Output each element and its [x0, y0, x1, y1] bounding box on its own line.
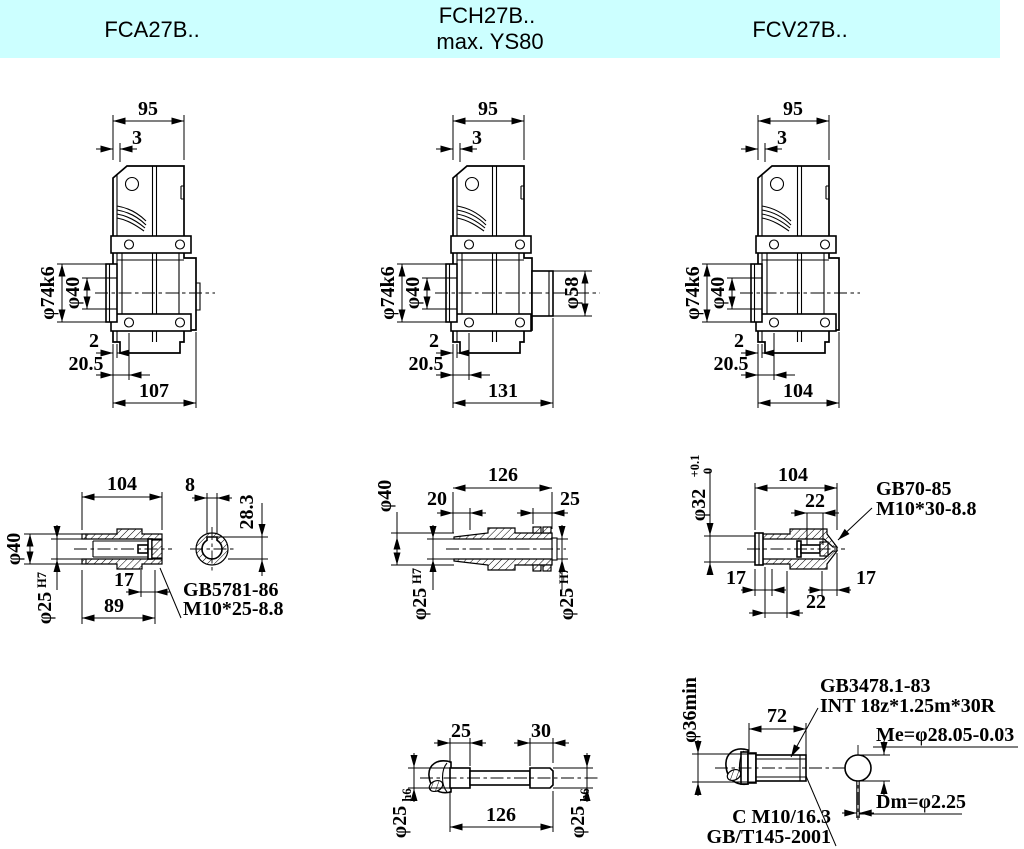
dim-126: 126 [488, 464, 518, 486]
fch-solid-shaft-view: 25 30 126 φ25 h6 φ25 h6 [389, 720, 600, 838]
dim-28-3: 28.3 [236, 495, 258, 530]
dim-104: 104 [783, 380, 813, 402]
dim-phi25-right: φ25 [556, 588, 578, 620]
fch-side-dimensions [397, 115, 592, 408]
fcv-hollow-dimensions [704, 470, 851, 618]
dim-phi25-left-fit: h6 [400, 788, 414, 801]
dim-phi40: φ40 [3, 533, 25, 565]
column-title-fch: FCH27B.. [439, 3, 536, 28]
fcv-hollow-shaft-view: φ32 +0.1 0 104 22 GB70-85 M10*30-8.8 17 … [688, 455, 977, 618]
fca-hollow-shaft-view: 104 8 28.3 φ40 17 89 φ25 H7 GB5781-86 M1… [3, 473, 284, 624]
dim-20-5: 20.5 [69, 353, 104, 375]
dim-phi74k6: φ74k6 [37, 266, 59, 320]
note-spline-spec: INT 18z*1.25m*30R [820, 695, 996, 717]
dim-17: 17 [114, 569, 134, 591]
solid-shaft-boss [531, 270, 554, 317]
fch-solid-dimensions [408, 738, 593, 832]
dim-72: 72 [767, 705, 787, 727]
dim-phi25-right: φ25 [567, 806, 589, 838]
dim-phi40: φ40 [62, 277, 84, 309]
fca-hollow-dimensions [24, 492, 268, 624]
column-title-fca: FCA27B.. [104, 17, 199, 42]
note-screw-standard: GB70-85 [876, 478, 952, 500]
fch-side-view: 95 3 φ74k6 φ40 φ58 2 20.5 131 [377, 98, 600, 408]
dim-8: 8 [185, 474, 195, 496]
note-center-hole-standard: GB/T145-2001 [707, 826, 831, 848]
dim-17-left: 17 [726, 567, 746, 589]
fcv-side-dimensions [702, 115, 840, 408]
dim-phi25-right-fit: h6 [578, 788, 592, 801]
dim-17-right: 17 [856, 567, 876, 589]
dim-phi40: φ40 [374, 480, 396, 512]
leader-line-center-hole [805, 775, 837, 847]
note-spline-standard: GB3478.1-83 [820, 675, 931, 697]
dim-phi74k6: φ74k6 [377, 266, 399, 320]
dim-phi40: φ40 [707, 277, 729, 309]
dim-phi25-left: φ25 [409, 588, 431, 620]
note-me-dimension: Me=φ28.05-0.03 [876, 724, 1014, 746]
dim-2: 2 [734, 330, 744, 352]
dim-phi32: φ32 [688, 489, 710, 521]
dim-phi25-left: φ25 [389, 806, 411, 838]
dim-95: 95 [138, 98, 158, 120]
dim-phi32-tol-upper: +0.1 [688, 455, 702, 478]
fcv-spline-shaft-view: φ36min 72 GB3478.1-83 INT 18z*1.25m*30R … [679, 675, 1018, 848]
dim-22-bottom: 22 [806, 591, 826, 613]
inspection-hole [124, 176, 140, 192]
header-bar: FCA27B.. FCH27B.. max. YS80 FCV27B.. [0, 0, 1000, 58]
leader-line [159, 567, 182, 619]
leader-line-spline [790, 707, 819, 758]
leader-line [837, 507, 873, 541]
dim-126: 126 [486, 804, 516, 826]
fch-hollow-dimensions [391, 484, 568, 590]
fca-side-view: 95 3 φ74k6 φ40 2 20.5 107 [37, 98, 215, 408]
fca-side-dimensions [57, 115, 197, 408]
dim-phi25-fit: H7 [35, 572, 49, 588]
header-background [0, 0, 1000, 58]
fcv-spline-dimensions [692, 723, 1018, 817]
dim-phi40: φ40 [402, 277, 424, 309]
column-title-fch-sub: max. YS80 [436, 29, 543, 54]
dim-2: 2 [429, 330, 439, 352]
note-screw-size: M10*30-8.8 [876, 498, 977, 520]
dim-104: 104 [107, 473, 137, 495]
dim-30: 30 [531, 720, 551, 742]
dim-95: 95 [478, 98, 498, 120]
measuring-pin [844, 754, 872, 782]
dim-22-top: 22 [805, 490, 825, 512]
dim-phi25: φ25 [34, 592, 56, 624]
dim-2: 2 [89, 330, 99, 352]
dim-phi25-left-fit: H7 [410, 568, 424, 584]
dim-3: 3 [777, 127, 787, 149]
dim-20-5: 20.5 [409, 353, 444, 375]
column-title-fcv: FCV27B.. [752, 17, 847, 42]
dim-107: 107 [139, 380, 169, 402]
dim-phi58: φ58 [561, 277, 583, 309]
dim-phi25-right-fit: H7 [557, 568, 571, 584]
lower-mount-bar [110, 313, 192, 332]
note-screw-standard: GB5781-86 [183, 579, 279, 601]
dim-20: 20 [427, 488, 447, 510]
bore-with-keyway [201, 536, 223, 560]
note-center-hole: C M10/16.3 [732, 806, 831, 828]
fcv-side-view: 95 3 φ74k6 φ40 2 20.5 104 [682, 98, 860, 408]
dim-131: 131 [488, 380, 518, 402]
note-screw-size: M10*25-8.8 [183, 598, 284, 620]
dim-25: 25 [451, 720, 471, 742]
dim-104: 104 [778, 464, 808, 486]
fch-hollow-shaft-view: φ40 126 20 25 φ25 H7 φ25 H7 [374, 464, 580, 620]
dim-phi36min: φ36min [679, 677, 701, 743]
dim-phi74k6: φ74k6 [682, 266, 704, 320]
dim-phi32-tol-lower: 0 [701, 468, 715, 474]
dim-20-5: 20.5 [714, 353, 749, 375]
dim-25: 25 [560, 488, 580, 510]
dim-89: 89 [104, 595, 124, 617]
note-dm-dimension: Dm=φ2.25 [876, 791, 966, 813]
upper-mount-bar [110, 235, 192, 254]
dim-95: 95 [783, 98, 803, 120]
dim-3: 3 [472, 127, 482, 149]
dim-3: 3 [132, 127, 142, 149]
